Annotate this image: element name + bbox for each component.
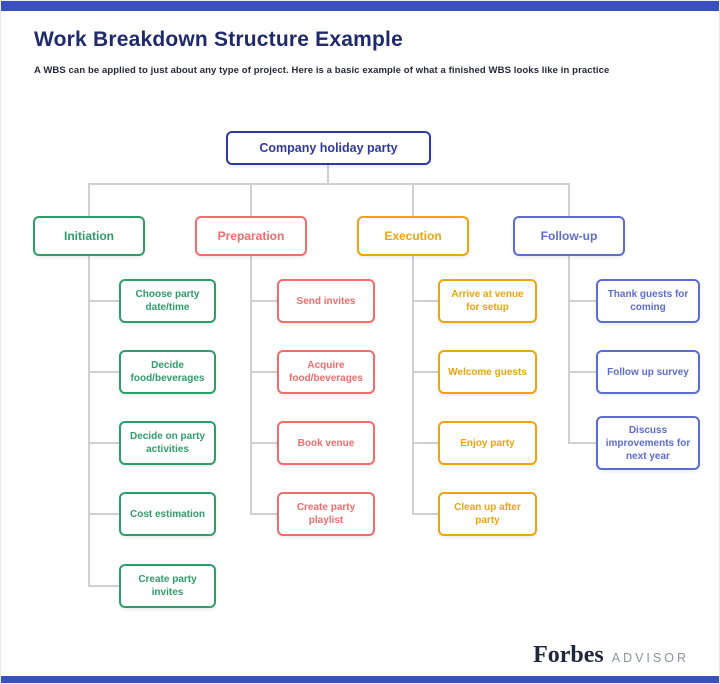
connector-root-stem: [327, 165, 329, 185]
connector-drop-initiation: [88, 185, 90, 216]
task-execution-3: Clean up after party: [438, 492, 537, 536]
connector-rail-followup: [568, 256, 570, 443]
task-followup-2: Discuss improvements for next year: [596, 416, 700, 470]
connector-stub: [412, 442, 438, 444]
connector-rail-execution: [412, 256, 414, 514]
branch-followup: Follow-up: [513, 216, 625, 256]
connector-rail-preparation: [250, 256, 252, 514]
connector-stub: [412, 513, 438, 515]
forbes-wordmark: Forbes: [533, 642, 604, 668]
connector-stub: [250, 442, 277, 444]
connector-stub: [88, 513, 119, 515]
task-initiation-4: Create party invites: [119, 564, 216, 608]
task-initiation-1: Decide food/beverages: [119, 350, 216, 394]
connector-stub: [412, 300, 438, 302]
connector-spine: [88, 183, 570, 185]
branch-preparation: Preparation: [195, 216, 307, 256]
branch-execution: Execution: [357, 216, 469, 256]
task-preparation-0: Send invites: [277, 279, 375, 323]
task-followup-0: Thank guests for coming: [596, 279, 700, 323]
forbes-advisor-logo: Forbes ADVISOR: [533, 642, 689, 669]
top-accent-bar: [1, 1, 719, 11]
connector-stub: [88, 371, 119, 373]
connector-stub: [250, 371, 277, 373]
connector-stub: [568, 300, 596, 302]
advisor-wordmark: ADVISOR: [611, 651, 689, 665]
branch-initiation: Initiation: [33, 216, 145, 256]
root-node: Company holiday party: [226, 131, 431, 165]
task-followup-1: Follow up survey: [596, 350, 700, 394]
page-subtitle: A WBS can be applied to just about any t…: [34, 65, 610, 76]
connector-stub: [250, 300, 277, 302]
connector-stub: [412, 371, 438, 373]
connector-stub: [88, 442, 119, 444]
task-execution-2: Enjoy party: [438, 421, 537, 465]
connector-stub: [568, 442, 596, 444]
connector-drop-execution: [412, 185, 414, 216]
connector-stub: [250, 513, 277, 515]
task-preparation-2: Book venue: [277, 421, 375, 465]
bottom-accent-bar: [1, 676, 719, 683]
task-execution-1: Welcome guests: [438, 350, 537, 394]
connector-stub: [88, 585, 119, 587]
connector-rail-initiation: [88, 256, 90, 586]
connector-stub: [568, 371, 596, 373]
connector-drop-preparation: [250, 185, 252, 216]
task-initiation-2: Decide on party activities: [119, 421, 216, 465]
task-execution-0: Arrive at venue for setup: [438, 279, 537, 323]
connector-drop-followup: [568, 185, 570, 216]
task-preparation-3: Create party playlist: [277, 492, 375, 536]
connector-stub: [88, 300, 119, 302]
task-preparation-1: Acquire food/beverages: [277, 350, 375, 394]
page-title: Work Breakdown Structure Example: [34, 28, 403, 51]
task-initiation-3: Cost estimation: [119, 492, 216, 536]
task-initiation-0: Choose party date/time: [119, 279, 216, 323]
